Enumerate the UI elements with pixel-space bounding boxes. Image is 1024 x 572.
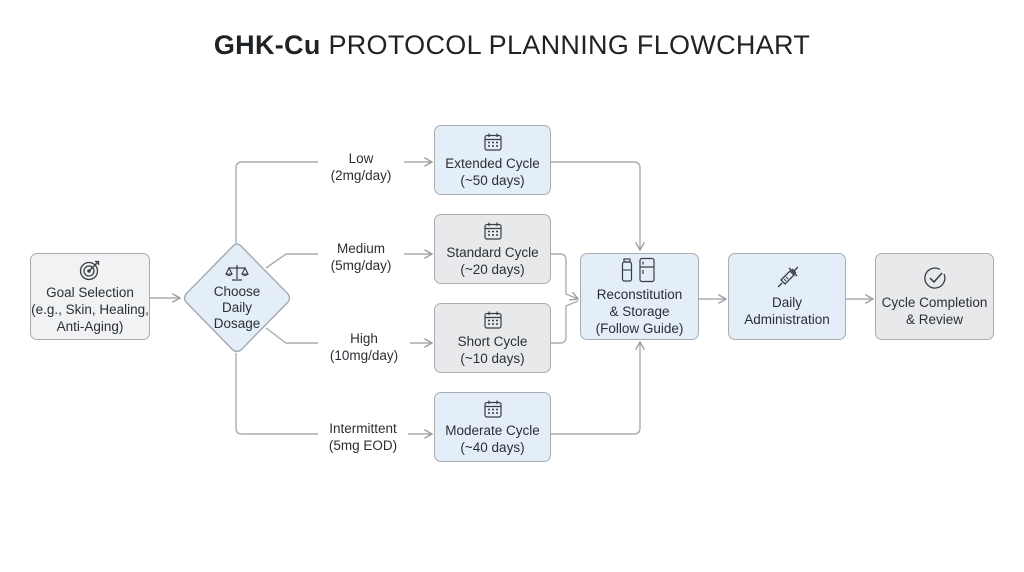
connector-low (235, 161, 318, 243)
dose-label-low: Low(2mg/day) (318, 150, 404, 184)
calendar-icon (483, 222, 502, 240)
completion-line1: Cycle Completion (881, 295, 988, 310)
cycle-node-moderate: Moderate Cycle (~40 days) (434, 392, 551, 462)
cycle-node-short: Short Cycle (~10 days) (434, 303, 551, 373)
decision-line2: Daily (221, 300, 252, 315)
cycle-name: Standard Cycle (446, 244, 539, 260)
daily-administration-node: Daily Administration (728, 253, 846, 340)
calendar-icon (483, 133, 502, 151)
cycle-days: (~50 days) (460, 172, 525, 188)
reconstitution-line2: & Storage (609, 303, 670, 319)
syringe-icon (777, 266, 799, 288)
cycle-days: (~10 days) (460, 350, 525, 366)
decision-diamond: Choose Daily Dosage (182, 242, 292, 354)
dose-label-medium: Medium(5mg/day) (318, 240, 404, 274)
administration-line2: Administration (744, 312, 830, 327)
cycle-name: Short Cycle (457, 333, 528, 349)
cycle-node-extended: Extended Cycle (~50 days) (434, 125, 551, 195)
connector-extended-recon (551, 161, 640, 250)
title-rest: PROTOCOL PLANNING FLOWCHART (328, 30, 811, 60)
cycle-days: (~20 days) (460, 261, 525, 277)
connector-standard-recon (551, 253, 578, 299)
completion-line2: & Review (905, 312, 964, 327)
check-circle-icon (923, 267, 945, 289)
dose-label-high: High(10mg/day) (318, 330, 410, 364)
decision-line3: Dosage (213, 316, 261, 331)
connector-short-recon (551, 300, 579, 344)
reconstitution-line1: Reconstitution (596, 286, 683, 302)
administration-line1: Daily (771, 295, 802, 310)
cycle-completion-node: Cycle Completion & Review (875, 253, 994, 340)
connector-moderate-recon (551, 342, 640, 435)
dose-label-intermittent: Intermittent(5mg EOD) (318, 420, 408, 454)
calendar-icon (483, 400, 502, 418)
goal-line3: Anti-Aging) (56, 318, 124, 334)
cycle-name: Extended Cycle (445, 155, 540, 171)
connector-medium (265, 253, 318, 269)
page-title: GHK-Cu PROTOCOL PLANNING FLOWCHART (0, 30, 1024, 61)
target-icon (79, 260, 100, 280)
decision-line1: Choose (213, 284, 261, 299)
connector-high (265, 327, 318, 344)
reconstitution-node: Reconstitution & Storage (Follow Guide) (580, 253, 699, 340)
reconstitution-line3: (Follow Guide) (595, 320, 684, 336)
connector-intermittent (235, 353, 318, 435)
cycle-node-standard: Standard Cycle (~20 days) (434, 214, 551, 284)
vial-fridge-icon (621, 257, 655, 282)
goal-line1: Goal Selection (46, 284, 134, 300)
title-bold: GHK-Cu (213, 30, 321, 60)
calendar-icon (483, 311, 502, 329)
cycle-days: (~40 days) (460, 439, 525, 455)
goal-line2: (e.g., Skin, Healing, (31, 301, 149, 317)
scale-icon (225, 265, 249, 281)
cycle-name: Moderate Cycle (445, 422, 540, 438)
goal-selection-node: Goal Selection (e.g., Skin, Healing, Ant… (30, 253, 150, 340)
